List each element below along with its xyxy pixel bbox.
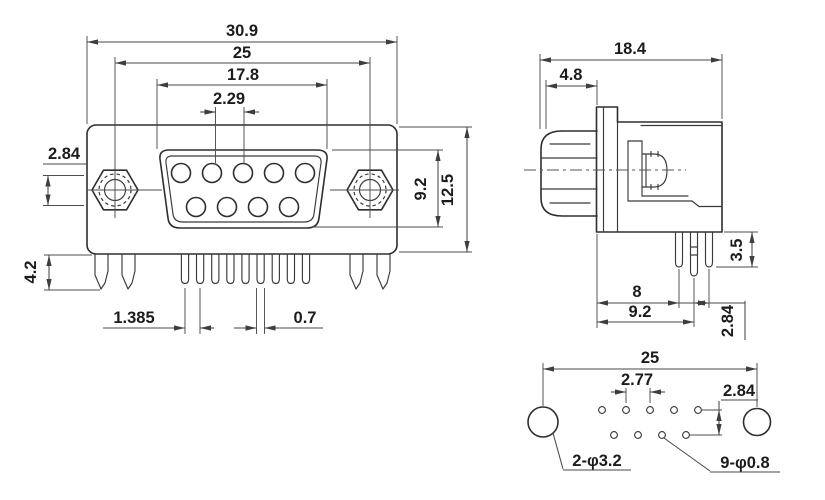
svg-text:2.29: 2.29 (213, 90, 245, 108)
svg-text:8: 8 (632, 283, 641, 301)
svg-text:4.8: 4.8 (560, 66, 583, 84)
svg-text:9.2: 9.2 (629, 303, 652, 321)
svg-text:25: 25 (641, 349, 659, 367)
svg-text:0.7: 0.7 (294, 309, 317, 327)
svg-text:4.2: 4.2 (22, 261, 40, 284)
dim-row-offset: 2.84 (43, 145, 87, 206)
side-pins (674, 231, 714, 277)
dim-insert-width: 17.8 (156, 66, 328, 149)
dim-center-hole-pitch: 2.29 (200, 90, 259, 163)
svg-text:12.5: 12.5 (439, 174, 457, 206)
svg-text:25: 25 (233, 44, 251, 62)
svg-text:2.77: 2.77 (621, 371, 653, 389)
svg-text:3.5: 3.5 (728, 239, 746, 262)
svg-text:17.8: 17.8 (227, 66, 259, 84)
side-jackscrew (540, 130, 598, 217)
dsub-face-outer (159, 149, 328, 229)
front-body-outline (86, 124, 398, 255)
svg-text:1.385: 1.385 (113, 309, 154, 327)
dim-overall-depth: 18.4 (539, 40, 723, 129)
svg-text:2.84: 2.84 (719, 304, 737, 337)
dim-footprint-row-spacing: 2.84 (690, 382, 758, 436)
pin-holes (598, 406, 702, 439)
socket-holes (170, 162, 316, 218)
dim-pin-row-positions: 8 9.2 2.84 (596, 234, 746, 340)
contact-clip (627, 140, 722, 208)
callout-mount-holes: 2-φ3.2 (552, 432, 631, 471)
mount-hole-left (527, 406, 559, 438)
dim-screw-length: 4.8 (545, 66, 598, 129)
svg-text:2.84: 2.84 (723, 382, 756, 400)
dim-overall-width: 30.9 (86, 22, 398, 124)
dim-pin-pitch: 2.77 (611, 371, 665, 403)
footprint-view: 25 2.77 2.84 2-φ3.2 9-φ0. (527, 349, 780, 473)
mount-hole-right (742, 407, 772, 437)
signal-pins (180, 253, 311, 285)
svg-text:9.2: 9.2 (412, 178, 430, 201)
dim-pin-length: 3.5 (716, 231, 758, 268)
dim-mount-hole-spacing: 25 (114, 44, 371, 218)
callout-pin-holes: 9-φ0.8 (663, 437, 780, 473)
left-jackscrew (86, 169, 162, 211)
boardlock-pins (94, 253, 391, 290)
right-jackscrew (330, 169, 399, 211)
dim-pin-width: 0.7 (234, 288, 323, 334)
side-view: 18.4 4.8 3.5 8 9.2 2 (524, 40, 758, 340)
dim-boardlock-length: 4.2 (22, 254, 100, 291)
svg-text:2.84: 2.84 (48, 145, 81, 163)
dim-pin-stagger: 1.385 (103, 288, 214, 334)
dim-body-height: 12.5 (399, 126, 472, 253)
svg-text:18.4: 18.4 (614, 40, 647, 58)
svg-text:30.9: 30.9 (226, 22, 258, 40)
dsub-face-inner (165, 155, 322, 223)
front-view: 30.9 25 17.8 2.29 (22, 22, 472, 334)
svg-text:9-φ0.8: 9-φ0.8 (720, 454, 769, 472)
svg-text:2-φ3.2: 2-φ3.2 (572, 452, 621, 470)
dim-insert-height: 9.2 (312, 149, 443, 228)
